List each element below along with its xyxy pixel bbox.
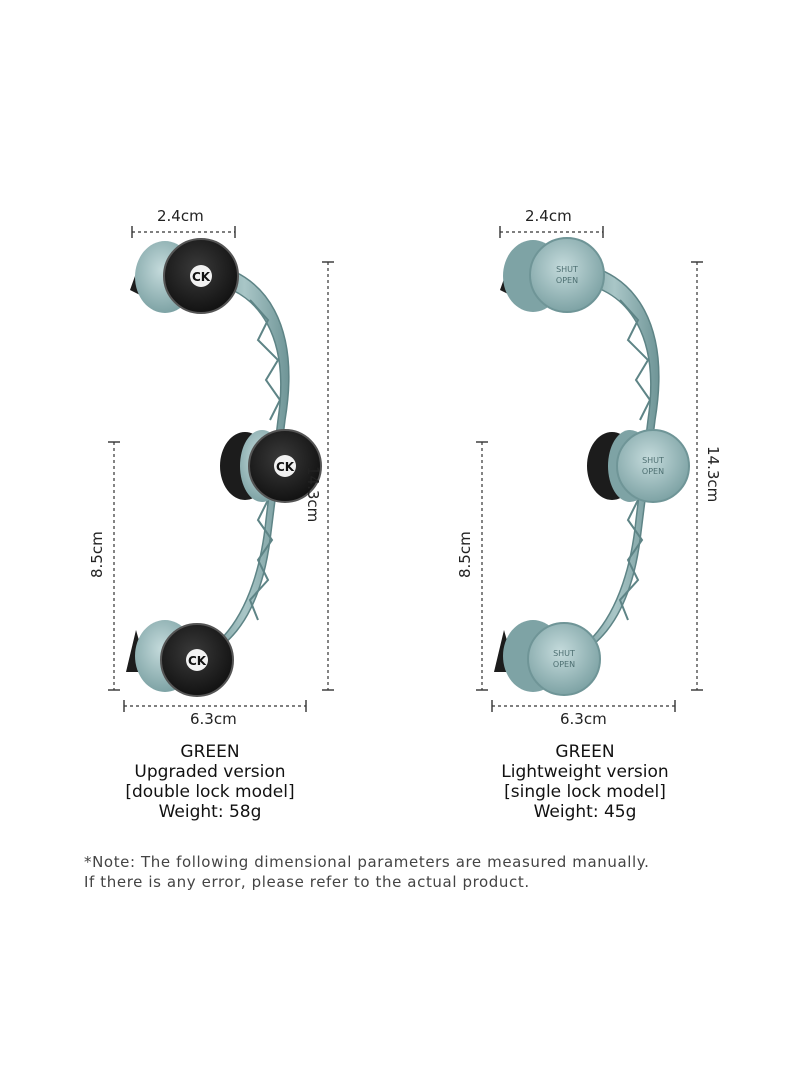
left-product: CK CK CK: [108, 226, 334, 712]
right-model: [single lock model]: [504, 782, 666, 802]
left-top-knob: CK: [130, 238, 239, 314]
right-version: Lightweight version: [501, 762, 669, 782]
right-top-knob-open: OPEN: [556, 276, 578, 285]
right-bottom-knob: SHUT OPEN: [494, 620, 601, 696]
left-lattice: [248, 299, 282, 621]
note-line-2: If there is any error, please refer to t…: [84, 873, 530, 891]
left-bottom-knob-logo: CK: [188, 654, 207, 668]
measurement-note: *Note: The following dimensional paramet…: [84, 852, 650, 892]
right-color: GREEN: [555, 742, 615, 762]
right-width-bottom-label: 6.3cm: [560, 710, 607, 728]
right-width-top-label: 2.4cm: [525, 207, 572, 225]
right-caption: GREEN Lightweight version [single lock m…: [475, 742, 695, 822]
right-lattice: [618, 299, 652, 621]
left-height-total-label: 14.3cm: [304, 466, 322, 523]
right-top-knob: SHUT OPEN: [500, 237, 605, 313]
right-weight: Weight: 45g: [533, 802, 637, 822]
right-height-lower-label: 8.5cm: [456, 531, 474, 578]
left-weight: Weight: 58g: [158, 802, 262, 822]
right-dimension-lines: [481, 231, 698, 707]
left-width-bottom-label: 6.3cm: [190, 710, 237, 728]
left-middle-knob-logo: CK: [276, 460, 295, 474]
right-middle-knob-shut: SHUT: [642, 456, 664, 465]
right-bottom-knob-shut: SHUT: [553, 649, 575, 658]
left-height-lower-label: 8.5cm: [88, 531, 106, 578]
right-middle-knob-open: OPEN: [642, 467, 664, 476]
left-caption: GREEN Upgraded version [double lock mode…: [100, 742, 320, 822]
left-dimension-ticks: [108, 226, 334, 712]
right-top-knob-shut: SHUT: [556, 265, 578, 274]
right-height-total-label: 14.3cm: [704, 446, 722, 503]
right-dimension-ticks: [476, 226, 703, 712]
note-line-1: *Note: The following dimensional paramet…: [84, 853, 650, 871]
right-bottom-knob-open: OPEN: [553, 660, 575, 669]
left-model: [double lock model]: [125, 782, 295, 802]
left-dimension-lines: [113, 231, 329, 707]
left-version: Upgraded version: [134, 762, 286, 782]
left-bottom-knob: CK: [126, 620, 234, 697]
left-color: GREEN: [180, 742, 240, 762]
right-product: SHUT OPEN SHUT OPEN SHUT OPEN: [476, 226, 703, 712]
left-width-top-label: 2.4cm: [157, 207, 204, 225]
right-middle-knob: SHUT OPEN: [587, 429, 690, 503]
left-middle-knob: CK: [220, 429, 322, 503]
left-top-knob-logo: CK: [192, 270, 211, 284]
